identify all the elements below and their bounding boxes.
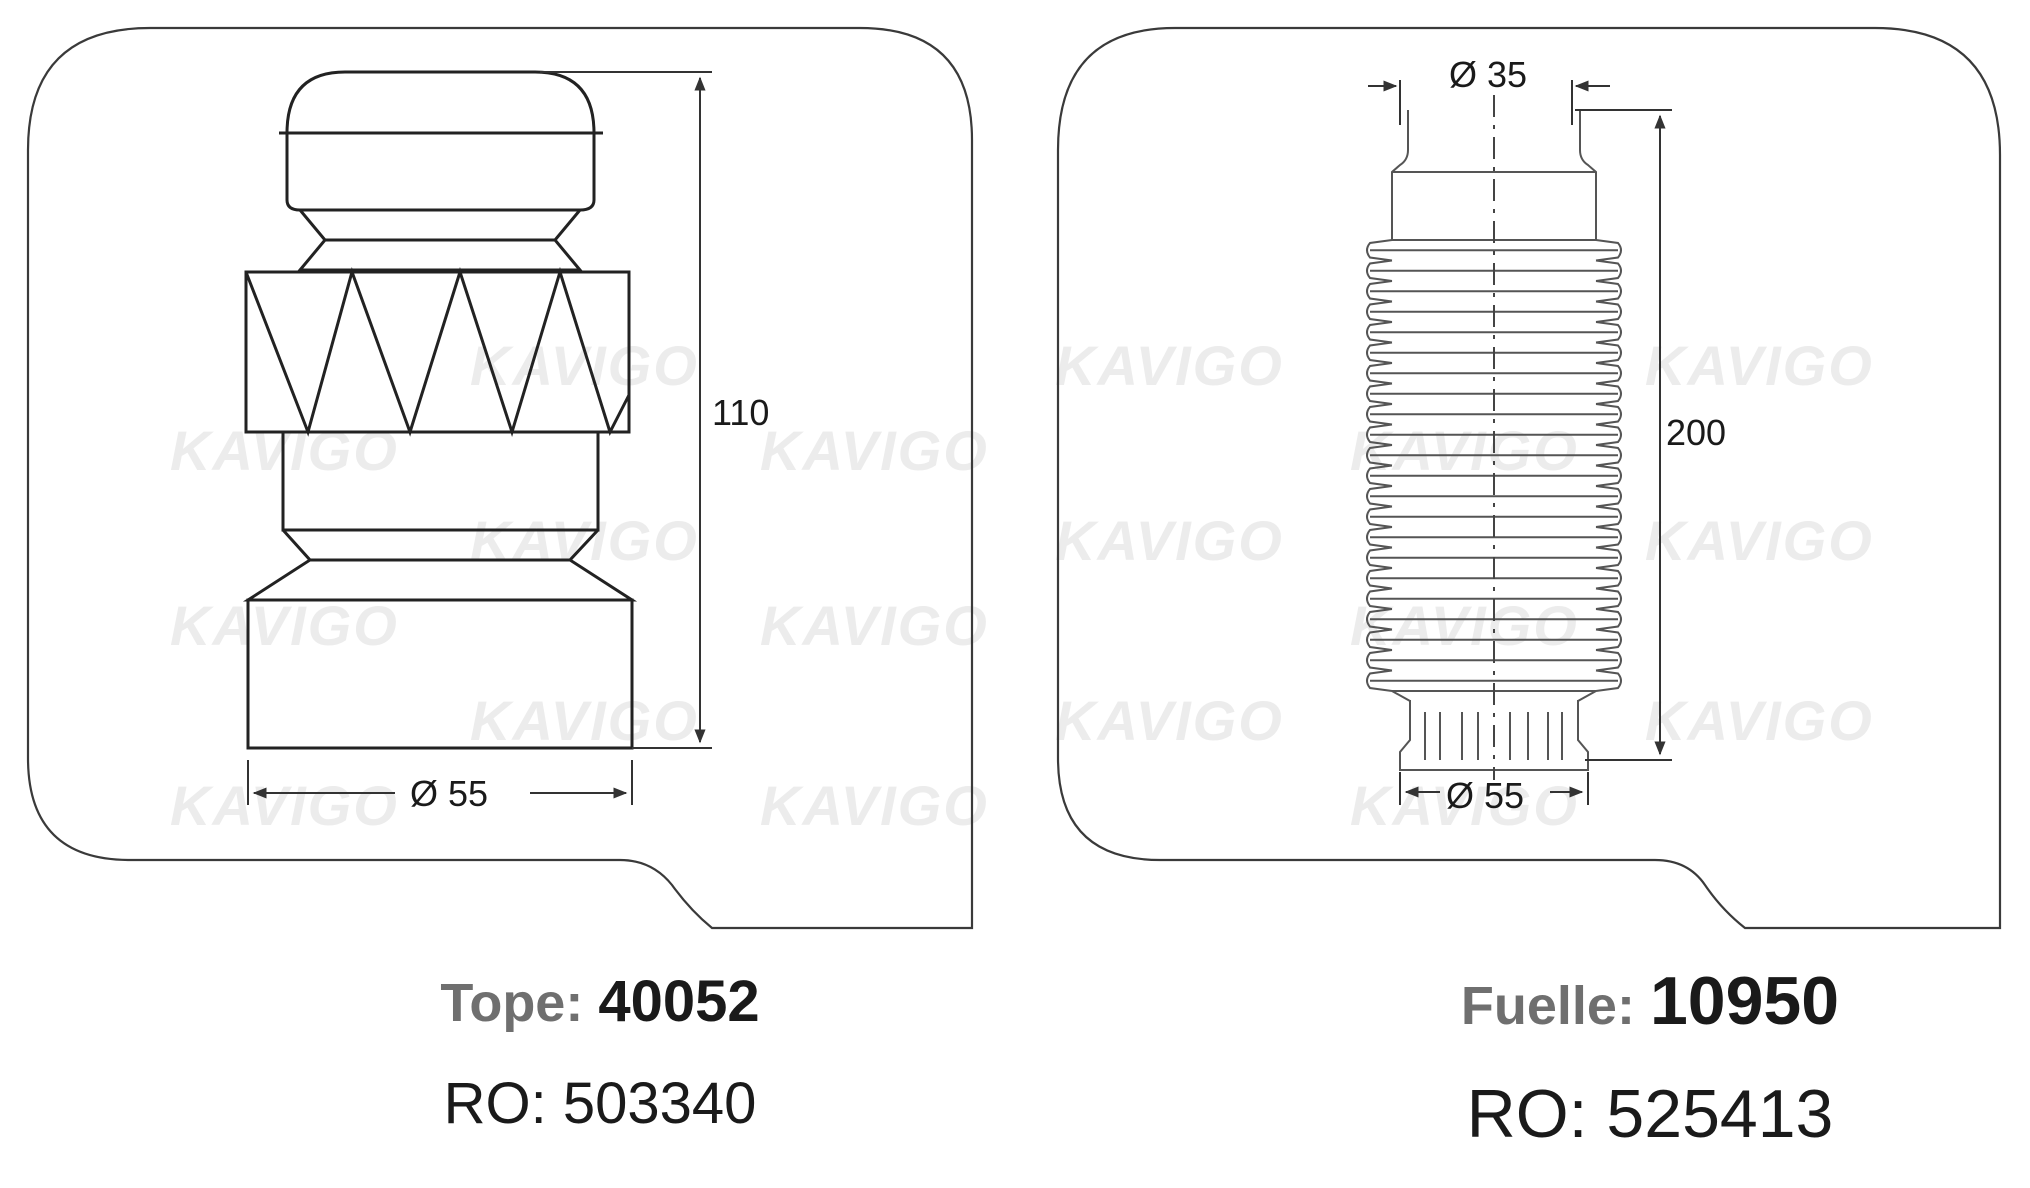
bellows-bottom-ribs [1424,712,1563,760]
watermark-text: KAVIGO [1350,419,1579,482]
right-ro-number: RO: 525413 [1466,1076,1834,1152]
watermark-text: KAVIGO [1350,594,1579,657]
bellows-pleat [1366,403,1622,426]
watermark-text: KAVIGO [1055,689,1284,752]
right-height-label: 200 [1666,412,1726,453]
watermark-text: KAVIGO [470,509,699,572]
left-height-dimension [540,71,712,749]
bellows-pleat [1366,628,1622,651]
watermark-text: KAVIGO [760,594,989,657]
watermark-layer: KAVIGO KAVIGO KAVIGO KAVIGO KAVIGO KAVIGO KAVI… [170,334,1874,837]
watermark-text: KAVIGO [1055,334,1284,397]
right-panel-outline [1056,26,2002,930]
bellows-pleat [1366,382,1622,405]
left-diameter-label: Ø 55 [410,773,488,814]
bellows-drawing [1366,95,1622,780]
bump-stop-dome [285,70,596,134]
watermark-text: KAVIGO [760,774,989,837]
bellows-pleat [1366,321,1622,344]
bump-stop-neck [296,209,584,272]
bellows-pleat [1366,587,1622,610]
bellows-pleat [1366,239,1622,262]
bellows-pleat [1366,567,1622,590]
right-height-dimension [1575,109,1672,761]
watermark-text: KAVIGO [170,594,399,657]
watermark-text: KAVIGO [1055,509,1284,572]
watermark-text: KAVIGO [1350,774,1579,837]
bellows-pleat [1366,546,1622,569]
bellows-pleat [1366,300,1622,323]
bellows-pleat [1366,341,1622,364]
left-diameter-dimension [247,760,633,805]
left-height-label: 110 [712,392,769,433]
bellows-pleat [1366,608,1622,631]
bump-stop-cap [285,133,596,212]
left-part-number: 40052 [598,969,760,1034]
left-part-title: Tope: 40052 [300,968,900,1035]
bellows-pleat [1366,669,1622,692]
bellows-pleat [1366,505,1622,528]
watermark-text: KAVIGO [760,419,989,482]
right-part-type: Fuelle: [1460,976,1635,1036]
bellows-pleat [1366,444,1622,467]
right-bottom-diameter-dimension [1399,772,1589,805]
bump-stop-middle [281,432,600,532]
bellows-pleat [1366,464,1622,487]
bellows-pleat [1366,485,1622,508]
bellows-pleat [1366,362,1622,385]
right-part-number: 10950 [1649,963,1840,1039]
right-part-title: Fuelle: 10950 [1320,962,1980,1040]
watermark-text: KAVIGO [1645,689,1874,752]
bellows-pleat [1366,526,1622,549]
watermark-text: KAVIGO [470,689,699,752]
bellows-top-tube [1391,110,1597,240]
bump-stop-drawing [242,70,638,750]
bellows-pleat [1366,423,1622,446]
watermark-text: KAVIGO [470,334,699,397]
bump-stop-base [246,598,634,750]
bellows-pleat [1366,280,1622,303]
left-panel-outline [26,26,974,930]
bellows-pleat [1366,649,1622,672]
watermark-text: KAVIGO [1645,334,1874,397]
left-part-type: Tope: [440,973,584,1033]
left-ro-number: RO: 503340 [443,1071,757,1136]
right-top-diameter-dimension [1368,80,1610,125]
right-top-diameter-label: Ø 35 [1449,54,1527,95]
watermark-text: KAVIGO [170,774,399,837]
watermark-text: KAVIGO [1645,509,1874,572]
bellows-pleat [1366,259,1622,282]
right-bottom-diameter-label: Ø 55 [1446,775,1524,816]
